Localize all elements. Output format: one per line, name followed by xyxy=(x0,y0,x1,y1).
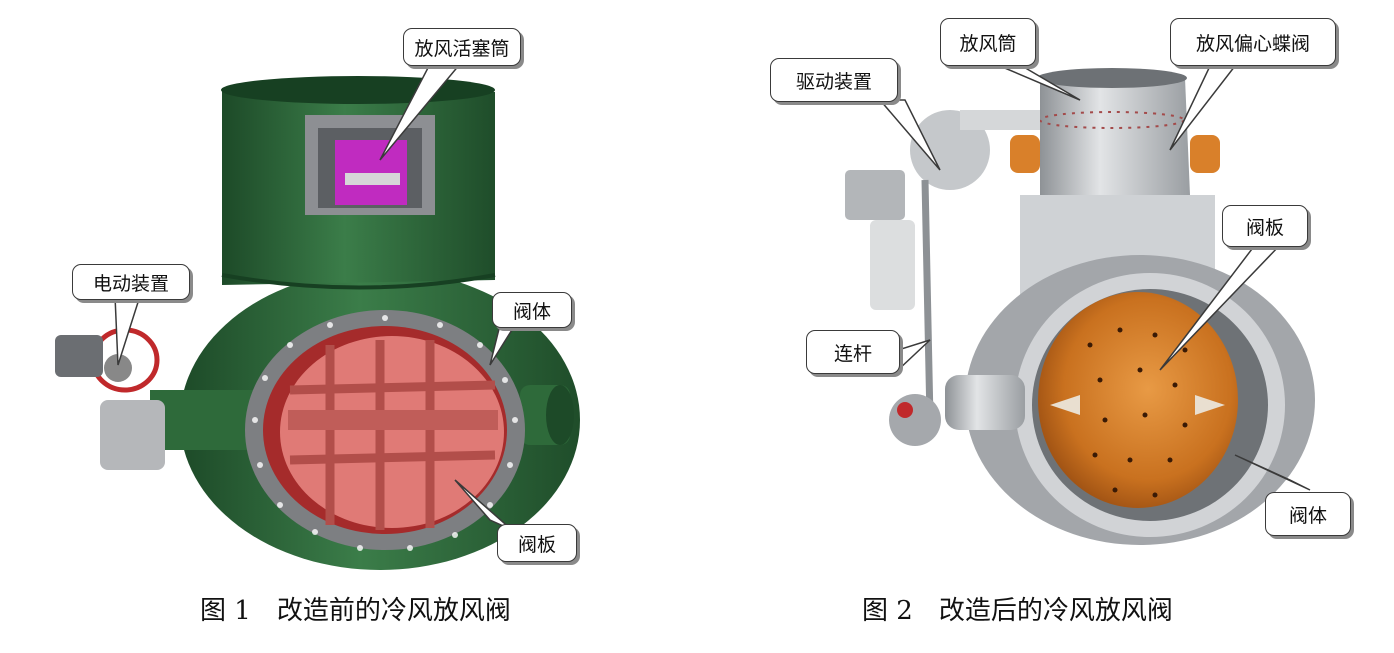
figure1-caption-text: 改造前的冷风放风阀 xyxy=(276,596,511,626)
label-valve-plate-fig2: 阀板 xyxy=(1222,205,1308,247)
figure2-caption: 图 2 改造后的冷风放风阀 xyxy=(862,590,1173,627)
label-valve-body-fig1: 阀体 xyxy=(492,292,572,328)
figure1-caption-number: 图 1 xyxy=(200,596,251,626)
label-valve-plate-fig1: 阀板 xyxy=(497,524,577,562)
label-valve-body-fig2: 阀体 xyxy=(1265,492,1351,536)
figure1-caption: 图 1 改造前的冷风放风阀 xyxy=(200,590,511,627)
label-eccentric-butterfly-valve: 放风偏心蝶阀 xyxy=(1170,18,1336,66)
label-vent-tube: 放风筒 xyxy=(940,18,1036,66)
label-drive-device: 驱动装置 xyxy=(770,58,898,102)
figure2-caption-number: 图 2 xyxy=(862,596,913,626)
label-piston-cylinder: 放风活塞筒 xyxy=(403,28,521,66)
label-connecting-rod: 连杆 xyxy=(806,330,900,374)
label-electric-drive: 电动装置 xyxy=(72,264,190,300)
figure2-valve-drawing xyxy=(845,68,1315,545)
figure2-caption-text: 改造后的冷风放风阀 xyxy=(938,596,1173,626)
